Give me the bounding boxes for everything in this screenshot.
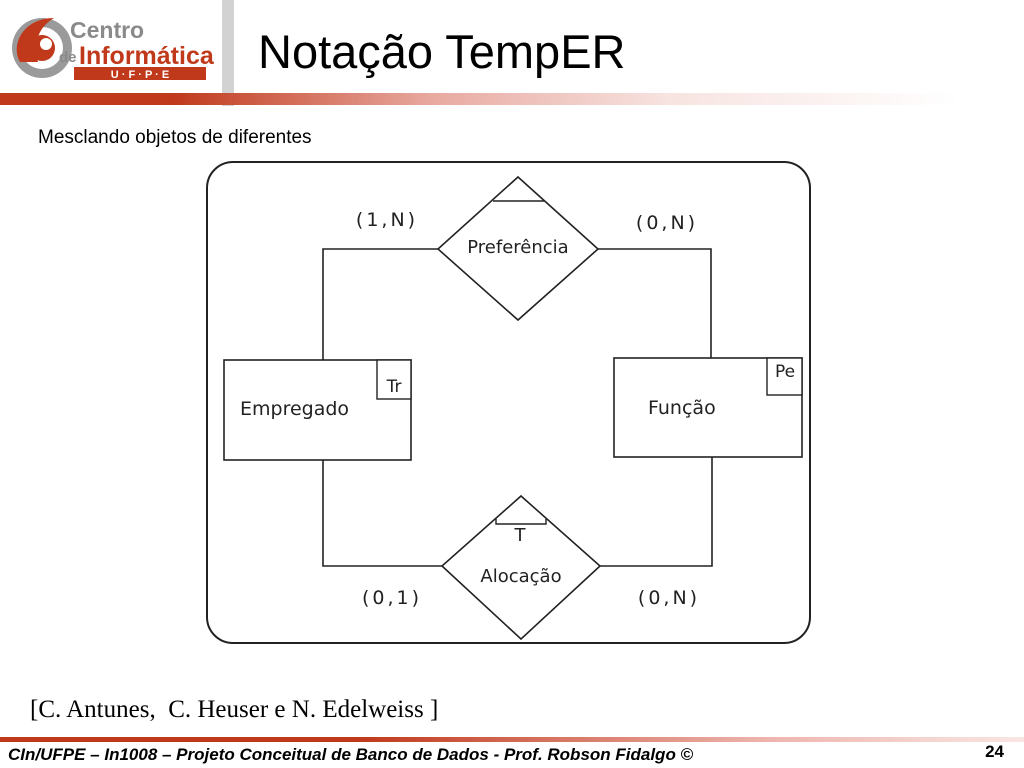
centro-de-informatica-logo: Centro de Informática U · F · P · E bbox=[12, 17, 214, 81]
cardinality-preferencia-funcao: (0,N) bbox=[636, 212, 698, 234]
relationship-alocacao: T Alocação bbox=[440, 494, 602, 641]
relationship-preferencia-label: Preferência bbox=[467, 237, 568, 258]
connector-empregado-alocacao bbox=[322, 460, 442, 567]
entity-empregado: Tr Empregado bbox=[223, 359, 412, 461]
logo-ufpe: U · F · P · E bbox=[111, 69, 169, 81]
entity-empregado-label: Empregado bbox=[240, 398, 349, 420]
entity-funcao-label: Função bbox=[648, 397, 716, 419]
connector-alocacao-funcao bbox=[600, 457, 713, 567]
entity-funcao-temporal-tag: Pe bbox=[775, 362, 795, 382]
slide-title: Notação TempER bbox=[258, 25, 626, 78]
cardinality-preferencia-empregado: (1,N) bbox=[356, 209, 418, 231]
relationship-alocacao-temporal-tag: T bbox=[514, 525, 527, 546]
cardinality-alocacao-funcao: (0,N) bbox=[638, 587, 700, 609]
page-number: 24 bbox=[985, 742, 1004, 761]
entity-funcao: Pe Função bbox=[613, 357, 803, 458]
slide-subtitle: Mesclando objetos de diferentes bbox=[38, 127, 312, 148]
temper-er-diagram: Preferência T Alocação Tr Empregado Pe F… bbox=[206, 161, 811, 644]
footer-text: CIn/UFPE – In1008 – Projeto Conceitual d… bbox=[8, 745, 694, 764]
header-gradient-bar bbox=[0, 93, 960, 105]
connector-empregado-preferencia bbox=[322, 248, 438, 360]
logo-centro: Centro bbox=[70, 17, 144, 43]
logo-de: de bbox=[59, 49, 77, 66]
cardinality-alocacao-empregado: (0,1) bbox=[362, 587, 422, 609]
logo-ufpe-band bbox=[74, 67, 206, 80]
citation: [C. Antunes, C. Heuser e N. Edelweiss ] bbox=[30, 696, 439, 723]
entity-empregado-temporal-tag: Tr bbox=[386, 377, 402, 397]
relationship-preferencia: Preferência bbox=[436, 175, 600, 322]
logo-informatica: Informática bbox=[79, 42, 214, 70]
relationship-alocacao-label: Alocação bbox=[480, 566, 561, 587]
connector-preferencia-funcao bbox=[598, 248, 712, 358]
footer-gradient-bar bbox=[0, 737, 1024, 742]
diagram-frame bbox=[206, 161, 811, 644]
logo-divider bbox=[222, 0, 234, 106]
